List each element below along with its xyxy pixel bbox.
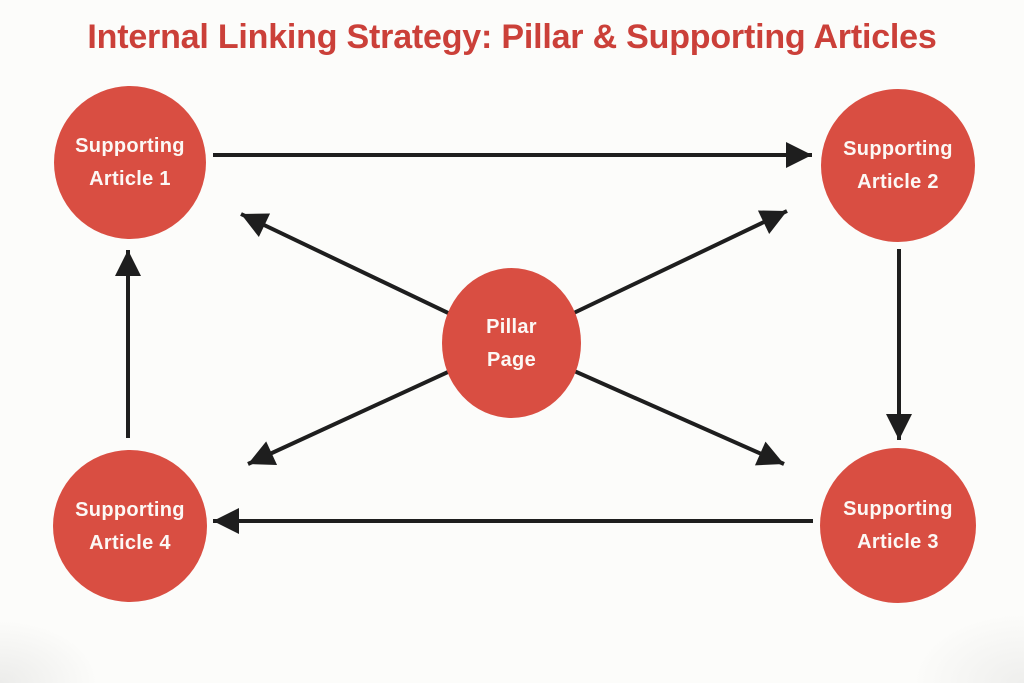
node-label-line: Article 2: [857, 171, 939, 193]
node-label-line: Article 3: [857, 531, 939, 553]
node-label-line: Supporting: [843, 498, 953, 520]
node-label-line: Supporting: [75, 135, 185, 157]
node-supporting-article-2: Supporting Article 2: [821, 89, 975, 242]
diagram-title: Internal Linking Strategy: Pillar & Supp…: [87, 18, 937, 56]
node-supporting-article-4: Supporting Article 4: [53, 450, 207, 602]
node-supporting-article-1: Supporting Article 1: [54, 86, 206, 239]
node-label-line: Supporting: [75, 498, 185, 521]
node-pillar-page: Pillar Page: [442, 268, 581, 418]
node-supporting-article-3: Supporting Article 3: [820, 448, 976, 603]
node-label-line: Supporting: [843, 138, 953, 160]
node-label-line: Article 4: [89, 531, 171, 554]
node-label-line: Pillar: [486, 315, 537, 338]
node-label-line: Article 1: [89, 168, 171, 190]
node-label-line: Page: [486, 348, 536, 371]
